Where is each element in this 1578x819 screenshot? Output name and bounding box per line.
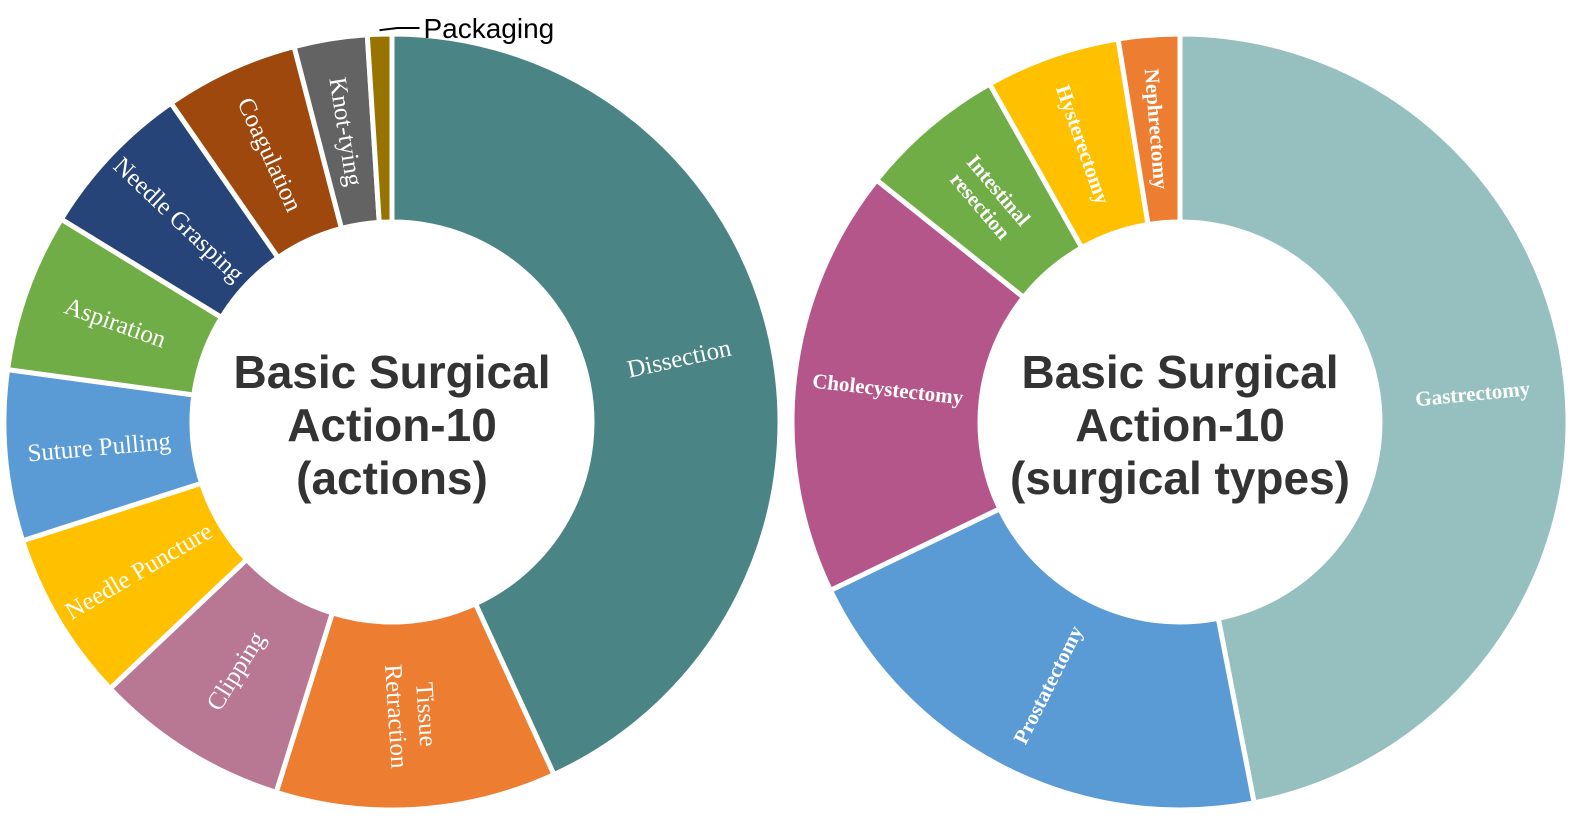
slice-gastrectomy <box>1177 31 1571 806</box>
slice-label-tissue-retraction-line-2: Retraction <box>379 664 413 770</box>
slice-tissue-retraction <box>273 600 558 813</box>
center-title-surgical-types-line-1: Basic Surgical <box>1021 346 1338 398</box>
slice-label-tissue-retraction-line-1: Tissue <box>410 681 441 747</box>
donut-chart-actions: DissectionTissueRetractionClippingNeedle… <box>1 13 783 813</box>
slice-label-packaging: Packaging <box>423 13 554 44</box>
center-title-actions-line-3: (actions) <box>296 452 488 504</box>
slice-dissection <box>389 31 783 778</box>
center-title-actions-line-2: Action-10 <box>287 399 497 451</box>
slice-packaging <box>364 31 395 226</box>
center-title-surgical-types-line-3: (surgical types) <box>1010 452 1350 504</box>
center-title-surgical-types-line-2: Action-10 <box>1075 399 1285 451</box>
slice-cholecystectomy <box>789 176 1028 594</box>
slice-nephrectomy <box>1115 31 1183 228</box>
slice-prostatectomy <box>827 505 1258 813</box>
donut-chart-surgical-types: GastrectomyProstatectomyCholecystectomyI… <box>789 31 1571 813</box>
leader-line-packaging <box>379 27 420 32</box>
center-title-actions-line-1: Basic Surgical <box>233 346 550 398</box>
